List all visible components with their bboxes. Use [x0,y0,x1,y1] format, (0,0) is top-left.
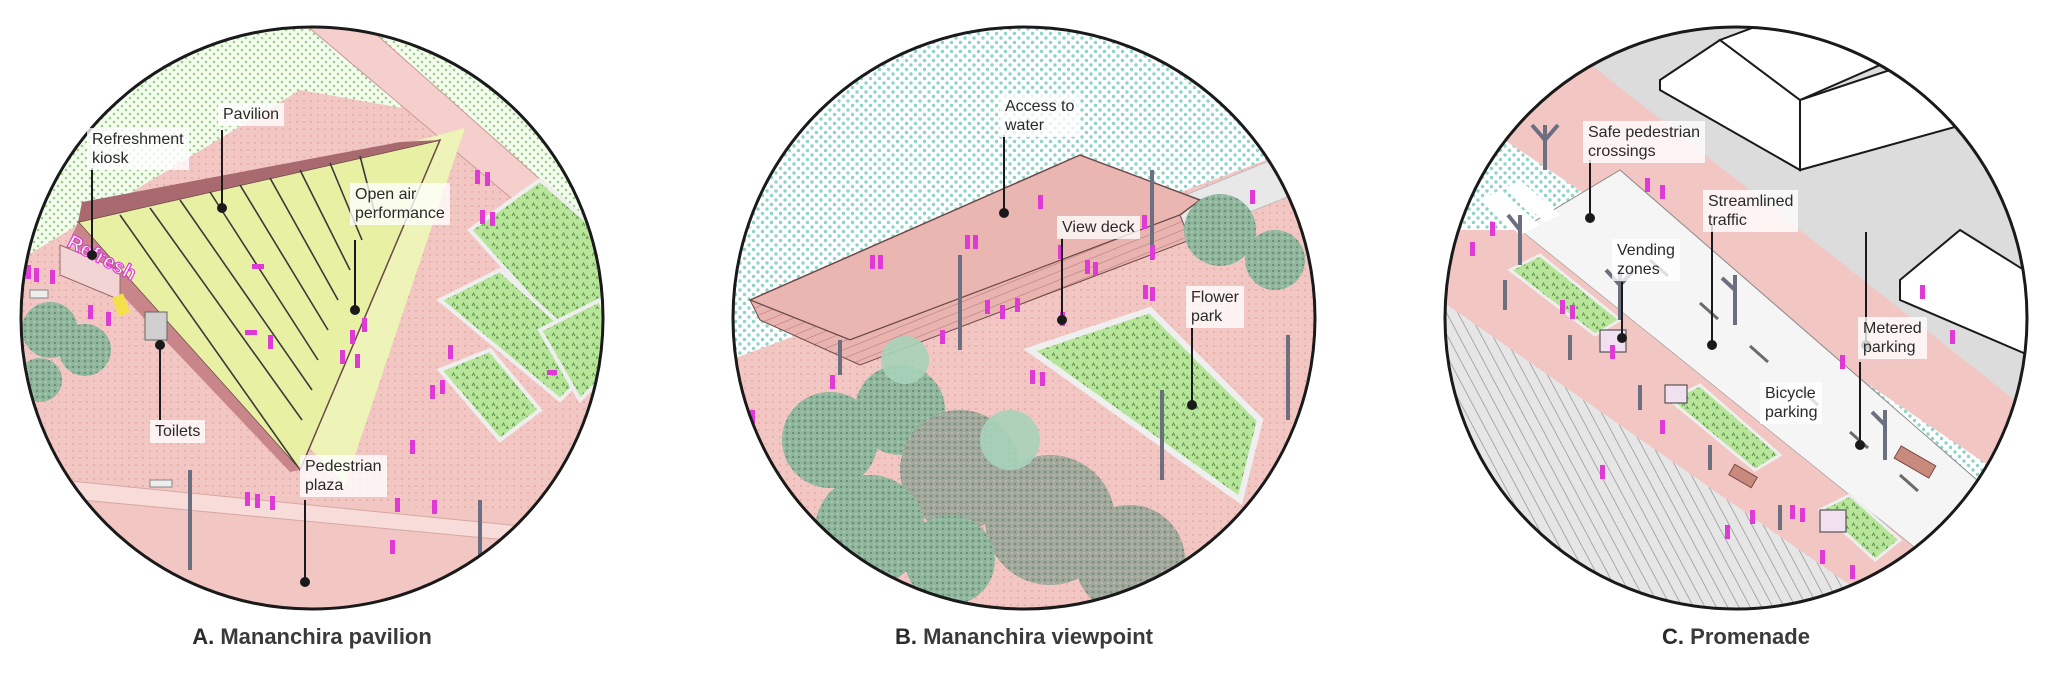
label-access-to-water: Access to water [1000,95,1080,137]
label-safe-pedestrian-crossings: Safe pedestrian crossings [1583,121,1706,163]
panel-a-leaders [87,130,360,587]
label-view-deck: View deck [1057,216,1140,239]
caption-b-name: Mananchira viewpoint [923,624,1153,649]
caption-c-name: Promenade [1690,624,1810,649]
label-toilets: Toilets [150,420,206,443]
panel-b-leaders [999,135,1197,410]
label-open-air-performance: Open air performance [350,183,450,225]
label-refreshment-kiosk: Refreshment kiosk [87,128,189,170]
panel-c-illustration [1443,25,2029,611]
panel-a-illustration: Refresh [19,25,605,611]
label-vending-zones: Vending zones [1612,239,1680,281]
label-pavilion: Pavilion [218,103,285,126]
caption-b-letter: B. [895,624,918,649]
caption-panel-a: A. Mananchira pavilion [62,624,562,650]
label-pedestrian-plaza: Pedestrian plaza [300,455,387,497]
label-metered-parking: Metered parking [1858,317,1927,359]
caption-panel-b: B. Mananchira viewpoint [774,624,1274,650]
label-streamlined-traffic: Streamlined traffic [1703,190,1799,232]
caption-a-letter: A. [192,624,215,649]
label-bicycle-parking: Bicycle parking [1760,382,1823,424]
label-flower-park: Flower park [1186,286,1245,328]
caption-c-letter: C. [1662,624,1685,649]
caption-panel-c: C. Promenade [1486,624,1986,650]
caption-a-name: Mananchira pavilion [220,624,432,649]
